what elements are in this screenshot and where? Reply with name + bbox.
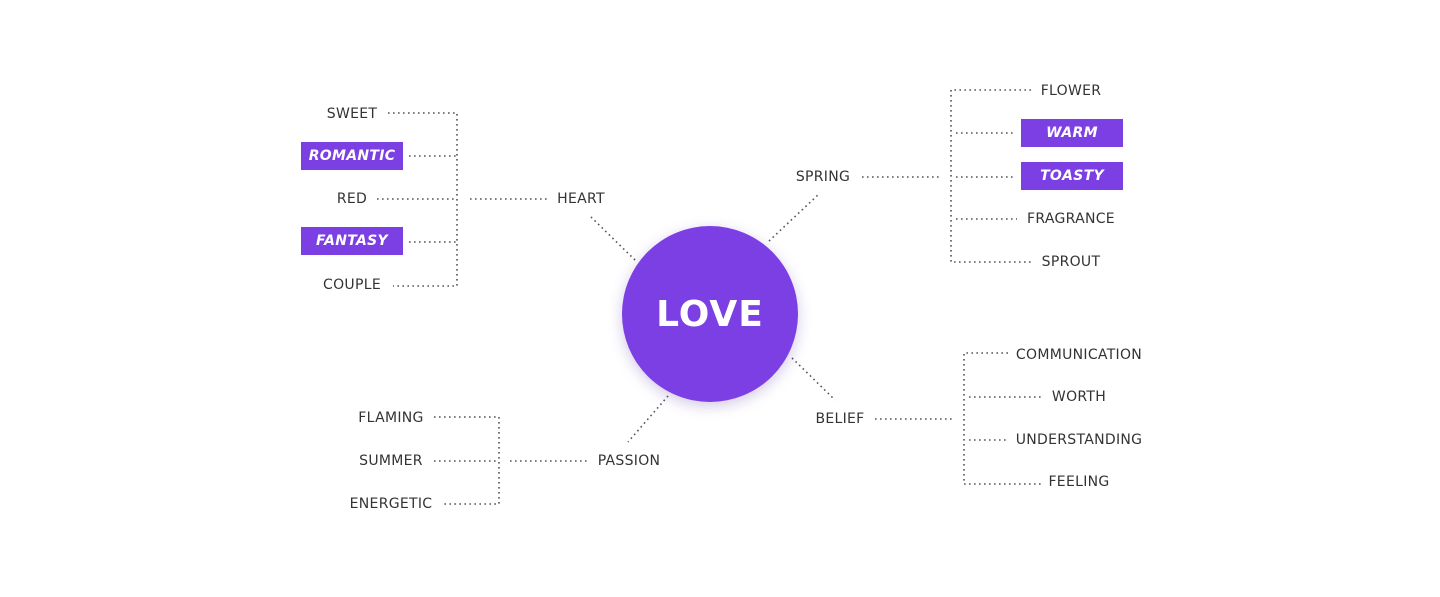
spoke-belief xyxy=(791,357,836,401)
node-toasty-highlight: TOASTY xyxy=(1021,162,1123,190)
node-flaming: FLAMING xyxy=(358,410,424,426)
connector-heart-bracket xyxy=(388,112,458,287)
branch-heart-label: HEART xyxy=(557,191,605,207)
node-understanding: UNDERSTANDING xyxy=(1015,432,1143,448)
node-sprout: SPROUT xyxy=(1041,254,1101,270)
node-red: RED xyxy=(336,191,368,207)
connector-spring-bracket xyxy=(950,89,1031,263)
branch-belief-label: BELIEF xyxy=(815,411,865,427)
node-fragrance: FRAGRANCE xyxy=(1027,211,1115,227)
node-worth: WORTH xyxy=(1051,389,1107,405)
node-energetic: ENERGETIC xyxy=(349,496,433,512)
branch-spring-label: SPRING xyxy=(795,169,851,185)
node-fantasy-highlight: FANTASY xyxy=(301,227,403,255)
node-warm-highlight: WARM xyxy=(1021,119,1123,147)
node-summer: SUMMER xyxy=(359,453,423,469)
node-feeling: FEELING xyxy=(1048,474,1110,490)
spoke-heart xyxy=(588,214,636,261)
node-flower: FLOWER xyxy=(1040,83,1102,99)
node-sweet: SWEET xyxy=(326,106,378,122)
spoke-spring xyxy=(768,192,821,242)
node-romantic-highlight: ROMANTIC xyxy=(301,142,403,170)
center-node: LOVE xyxy=(622,226,798,402)
spoke-passion xyxy=(627,395,669,443)
node-communication: COMMUNICATION xyxy=(1015,347,1143,363)
center-label: LOVE xyxy=(656,293,764,335)
branch-passion-label: PASSION xyxy=(597,453,661,469)
node-couple: COUPLE xyxy=(323,277,381,293)
connector-belief-bracket xyxy=(963,352,1041,485)
